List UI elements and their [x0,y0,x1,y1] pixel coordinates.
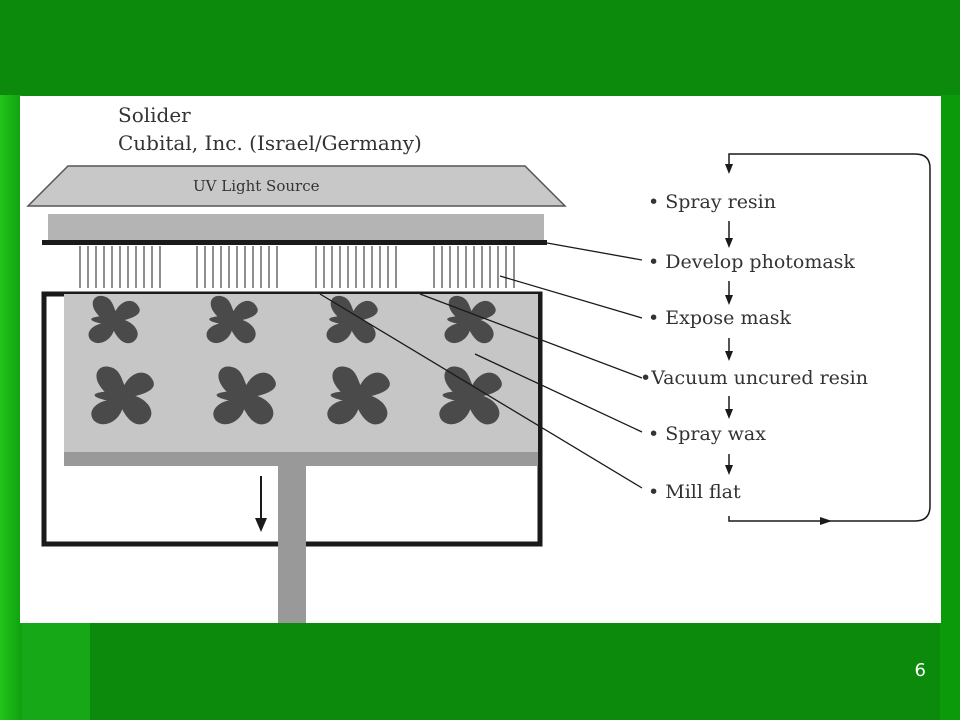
step-mill-flat: • Mill flat [648,481,741,503]
uv-light-source [26,165,567,207]
title-line-2: Cubital, Inc. (Israel/Germany) [118,131,422,155]
leader-lines [319,242,643,489]
solider-process-diagram: Solider Cubital, Inc. (Israel/Germany) U… [26,103,931,623]
background-left-band [0,95,22,720]
background-right-stripe [940,95,960,720]
title-line-1: Solider [118,103,191,127]
diagram-panel: Solider Cubital, Inc. (Israel/Germany) U… [20,96,941,623]
step-spray-resin: • Spray resin [648,191,776,213]
step-spray-wax: • Spray wax [648,423,766,445]
build-platform [64,452,538,466]
step-expose-mask: • Expose mask [648,307,792,329]
step-vacuum-uncured-resin: •Vacuum uncured resin [640,367,868,389]
photomask-plate [42,240,547,245]
diffuser-plate [48,214,544,240]
step-develop-photomask: • Develop photomask [648,251,855,273]
uv-rays [79,245,515,289]
uv-light-source-label: UV Light Source [193,177,320,195]
piston-rod [278,466,306,623]
cycle-arrowheads [725,164,832,525]
slide-number: 6 [914,660,926,681]
downward-arrowhead [255,518,267,532]
background-left-band-lower [22,620,90,720]
